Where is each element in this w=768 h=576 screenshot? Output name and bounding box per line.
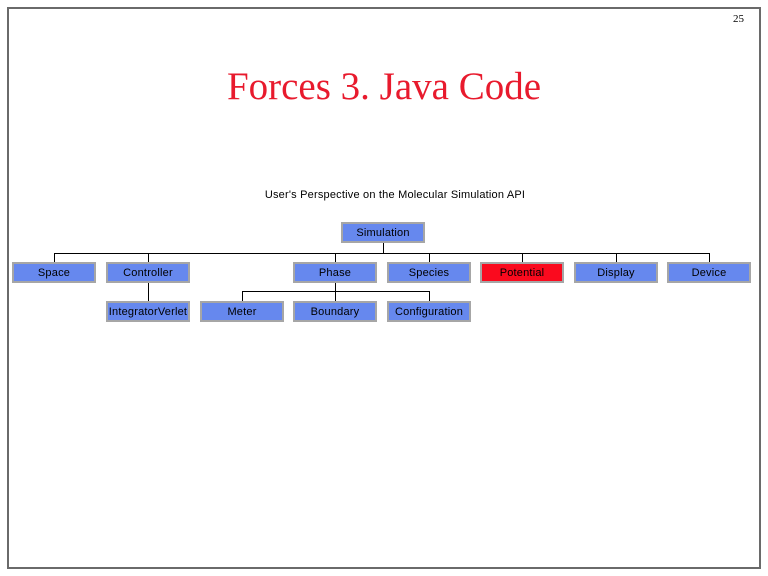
node-space: Space [12, 262, 96, 283]
page-number: 25 [733, 13, 744, 25]
connector-line [242, 291, 243, 301]
node-display: Display [574, 262, 658, 283]
slide-title: Forces 3. Java Code [226, 65, 542, 108]
connector-line [429, 253, 430, 262]
node-simulation: Simulation [341, 222, 425, 243]
connector-line [54, 253, 55, 262]
connector-line [242, 291, 430, 292]
node-boundary: Boundary [293, 301, 377, 322]
connector-line [522, 253, 523, 262]
node-configuration: Configuration [387, 301, 471, 322]
connector-line [616, 253, 617, 262]
node-integratorverlet: IntegratorVerlet [106, 301, 190, 322]
connector-line [335, 253, 336, 262]
node-meter: Meter [200, 301, 284, 322]
slide-border-frame [7, 7, 761, 569]
node-species: Species [387, 262, 471, 283]
diagram-caption: User's Perspective on the Molecular Simu… [264, 189, 526, 201]
node-potential: Potential [480, 262, 564, 283]
node-controller: Controller [106, 262, 190, 283]
connector-line [335, 283, 336, 301]
connector-line [148, 253, 149, 262]
connector-line [429, 291, 430, 301]
connector-line [709, 253, 710, 262]
connector-line [383, 243, 384, 253]
connector-line [54, 253, 710, 254]
node-phase: Phase [293, 262, 377, 283]
connector-line [148, 283, 149, 301]
node-device: Device [667, 262, 751, 283]
